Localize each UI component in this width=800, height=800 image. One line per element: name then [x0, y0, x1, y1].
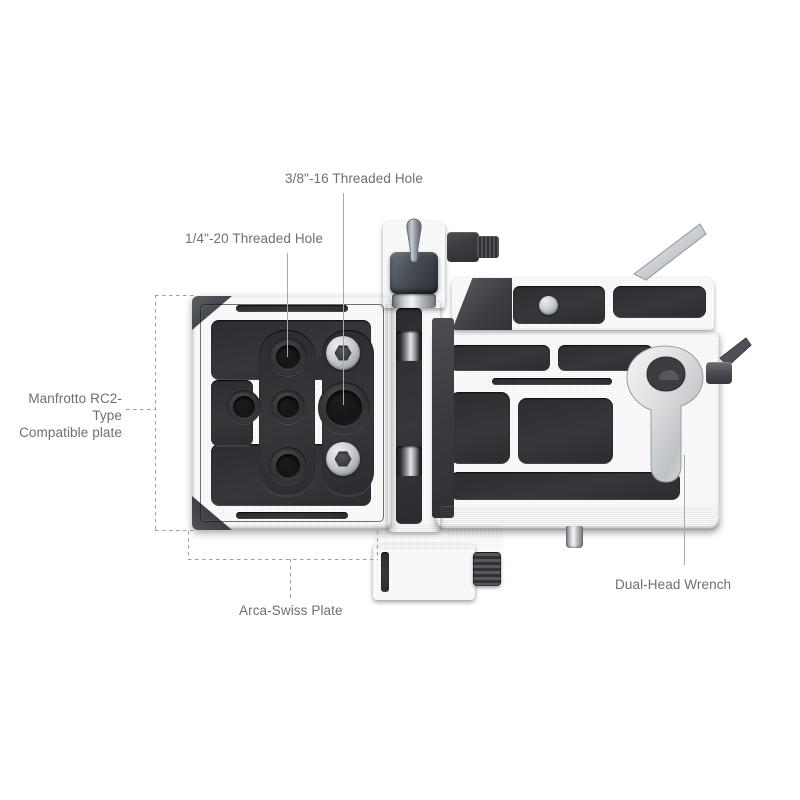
clamp-lever-handle: [400, 218, 428, 264]
leader-dual-head-wrench: [684, 455, 685, 565]
top-secondary-knob-ribbed: [477, 236, 499, 258]
callout-arca-swiss-plate: Arca-Swiss Plate: [239, 603, 343, 618]
locking-lever-silver: [630, 222, 708, 284]
clamp-collar: [392, 294, 436, 308]
spine-roller-top: [396, 331, 422, 361]
leader-arca-label-connector: [290, 559, 291, 600]
plate-hole-small-center: [271, 390, 305, 424]
plate-hole-small-left: [227, 390, 261, 424]
callout-dual-head-wrench: Dual-Head Wrench: [615, 577, 732, 592]
top-rail-mount-hole: [539, 296, 558, 315]
callout-threaded-hole-14: 1/4"-20 Threaded Hole: [185, 231, 323, 246]
top-rail-recess-center: [513, 286, 605, 324]
leader-threaded-hole-14: [287, 253, 288, 357]
arca-clamp-knob-ribbed: [473, 552, 501, 586]
side-plate-recess-top-left: [450, 345, 550, 371]
threaded-hole-38-16: [318, 382, 370, 434]
leader-manfrotto-bracket-vertical: [155, 295, 156, 531]
dual-head-wrench: [625, 340, 707, 488]
side-plate-recess-mid-center: [518, 398, 613, 464]
hex-screw-lower: [326, 442, 360, 476]
plate-bottom-slot: [236, 512, 348, 519]
leader-arca-bracket-horizontal: [188, 559, 378, 560]
leader-arca-bracket-right: [377, 531, 378, 560]
leader-manfrotto-bracket-top: [155, 295, 197, 296]
arca-clamp-base: [373, 524, 503, 550]
spine-bridge: [432, 318, 454, 518]
side-plate-recess-mid-left: [450, 392, 510, 464]
leader-threaded-hole-38: [343, 193, 344, 405]
plate-top-slot: [236, 305, 348, 312]
plate-hole-small-bottom: [269, 447, 307, 485]
side-knob: [706, 362, 732, 384]
arca-clamp-groove: [381, 552, 389, 592]
leader-manfrotto-bracket-bottom: [155, 530, 197, 531]
side-plate-slot-thin: [492, 378, 612, 385]
top-rail-recess-right: [613, 286, 706, 318]
side-plate-bottom-lip: [440, 506, 718, 528]
leader-arca-bracket-left: [188, 531, 189, 560]
top-secondary-knob-body: [447, 232, 479, 262]
callout-manfrotto-plate: Manfrotto RC2-Type Compatible plate: [19, 391, 122, 440]
threaded-hole-14-20: [269, 338, 307, 376]
spine-roller-bottom: [396, 446, 422, 476]
arca-clamp-body: [373, 544, 475, 600]
callout-threaded-hole-38: 3/8"-16 Threaded Hole: [285, 171, 423, 186]
bottom-pin: [566, 526, 583, 548]
leader-manfrotto-label-connector: [126, 409, 156, 410]
side-plate-recess-bottom: [450, 472, 680, 500]
